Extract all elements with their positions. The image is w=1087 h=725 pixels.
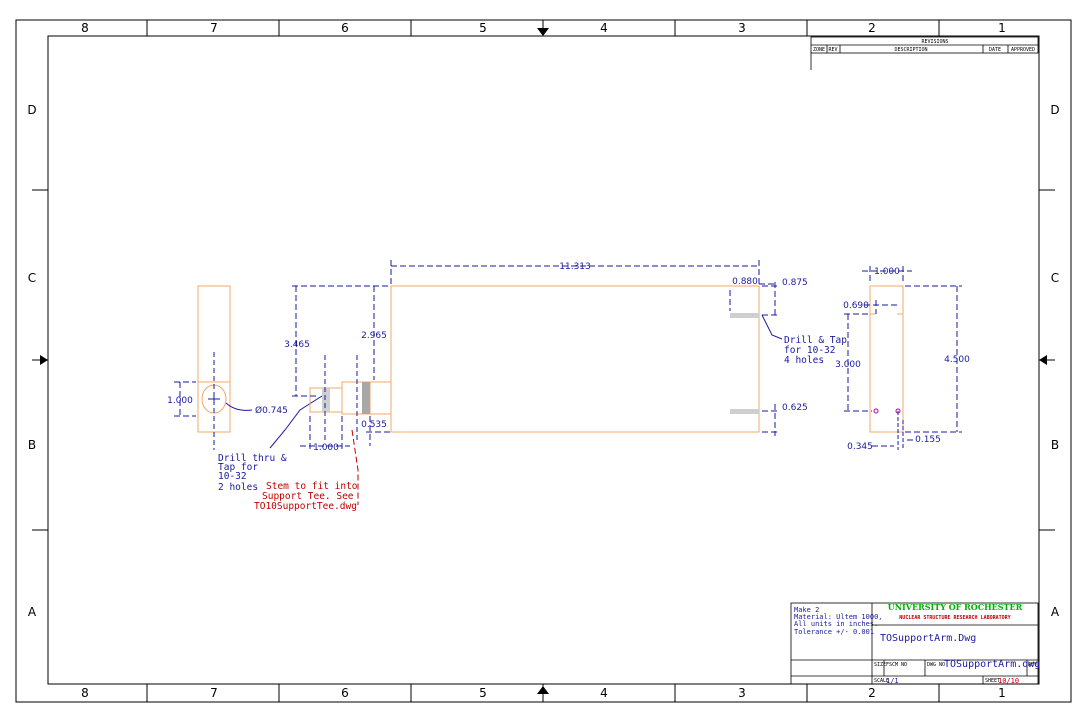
- dim-text: 1.000: [167, 396, 193, 406]
- sheet-value: 10/10: [998, 677, 1019, 685]
- drill-thru-note: Tap for: [218, 462, 258, 473]
- end-view-right: 1.000 0.690 3.000 4.500 0.345 0.155: [835, 266, 970, 452]
- scale-value: 1/1: [886, 677, 899, 685]
- make-note: Material: Ultem 1000,: [794, 613, 883, 621]
- stem-note: TO10SupportTee.dwg: [254, 501, 357, 512]
- zone-label: 1: [998, 686, 1006, 700]
- dim-text: 3.465: [284, 340, 310, 350]
- rev-col-date: DATE: [989, 47, 1001, 53]
- dim-text: 1.000: [874, 267, 900, 277]
- lab-name: NUCLEAR STRUCTURE RESEARCH LABORATORY: [899, 615, 1010, 621]
- zone-label: B: [1051, 438, 1059, 452]
- dim-text: 0.535: [361, 420, 387, 430]
- dim-text: 0.345: [847, 442, 873, 452]
- dim-text: 0.690: [843, 301, 869, 311]
- zone-label: 8: [81, 21, 89, 35]
- zone-label: 3: [738, 21, 746, 35]
- revisions-block: REVISIONS ZONE REV DESCRIPTION DATE APPR…: [810, 36, 1039, 70]
- zone-labels-left: D C B A: [27, 103, 37, 619]
- dim-text: Ø0.745: [255, 405, 288, 416]
- rev-col-zone: ZONE: [813, 47, 825, 53]
- make-note: Tolerance +/- 0.001: [794, 628, 874, 636]
- dim-text: 1.000: [313, 443, 339, 453]
- zone-label: 8: [81, 686, 89, 700]
- title-block: Make 2 Material: Ultem 1000, All units i…: [790, 602, 1040, 685]
- zone-label: 7: [210, 686, 218, 700]
- zone-label: D: [27, 103, 36, 117]
- zone-labels-bottom: 8 7 6 5 4 3 2 1: [81, 686, 1006, 700]
- dim-text: 11.313: [559, 262, 591, 272]
- centering-arrows: [40, 28, 1047, 694]
- make-note: Make 2: [794, 606, 819, 614]
- zone-label: 4: [600, 21, 608, 35]
- drill-thru-note: 2 holes: [218, 482, 258, 493]
- sheet-label: SHEET: [985, 678, 1000, 684]
- zone-label: 5: [479, 686, 487, 700]
- zone-label: C: [1051, 271, 1059, 285]
- dim-text: 2.965: [361, 331, 387, 341]
- zone-label: B: [28, 438, 36, 452]
- rev-col-description: DESCRIPTION: [894, 47, 927, 53]
- rev-col-approved: APPROVED: [1011, 47, 1035, 53]
- inner-border: [47, 35, 1040, 685]
- zone-label: 3: [738, 686, 746, 700]
- fscm-label: FSCM NO: [886, 662, 907, 668]
- zone-label: C: [28, 271, 36, 285]
- dim-text: 0.880: [732, 277, 758, 287]
- drill-thru-note: Drill thru &: [218, 453, 287, 464]
- dim-text: 0.155: [915, 435, 941, 445]
- size-label: SIZE: [874, 662, 886, 668]
- dim-text: 0.875: [782, 278, 808, 288]
- zone-label: 6: [341, 686, 349, 700]
- dim-text: 3.000: [835, 360, 861, 370]
- zone-label: 5: [479, 21, 487, 35]
- zone-label: A: [28, 605, 37, 619]
- university-name: UNIVERSITY OF ROCHESTER: [888, 602, 1023, 612]
- stem-note: Support Tee. See: [262, 491, 354, 502]
- make-note: All units in inches.: [794, 620, 878, 628]
- stem-note: Stem to fit into: [266, 481, 358, 492]
- zone-label: 2: [868, 686, 876, 700]
- dwg-no-label: DWG NO: [927, 662, 945, 668]
- zone-labels-top: 8 7 6 5 4 3 2 1: [81, 21, 1006, 35]
- end-view-left: 1.000 Ø0.745 Drill thru & Tap for 10-32 …: [167, 285, 323, 493]
- zone-label: 2: [868, 21, 876, 35]
- drill-tap-note: Drill & Tap: [784, 335, 847, 346]
- zone-label: 6: [341, 21, 349, 35]
- zone-label: 4: [600, 686, 608, 700]
- drill-tap-note: for 10-32: [784, 345, 835, 356]
- dim-text: 4.500: [944, 355, 970, 365]
- drawing-title: TOSupportArm.Dwg: [880, 633, 976, 644]
- side-view-main: 11.313 3.465 2.965 1.000 0.535 0.880 0.8…: [254, 260, 847, 512]
- zone-label: D: [1050, 103, 1059, 117]
- zone-ticks: [32, 20, 1055, 702]
- rev-label: REV: [1028, 662, 1037, 668]
- rev-col-rev: REV: [828, 47, 837, 53]
- zone-labels-right: D C B A: [1050, 103, 1060, 619]
- revisions-header: REVISIONS: [921, 39, 948, 45]
- zone-label: 7: [210, 21, 218, 35]
- outer-border: [15, 19, 1072, 703]
- drill-thru-note: 10-32: [218, 471, 247, 482]
- zone-label: A: [1051, 605, 1060, 619]
- scale-label: SCALE: [874, 678, 889, 684]
- zone-label: 1: [998, 21, 1006, 35]
- drawing-number: TOSupportArm.dwg: [944, 659, 1040, 670]
- dim-text: 0.625: [782, 403, 808, 413]
- drill-tap-note: 4 holes: [784, 355, 824, 366]
